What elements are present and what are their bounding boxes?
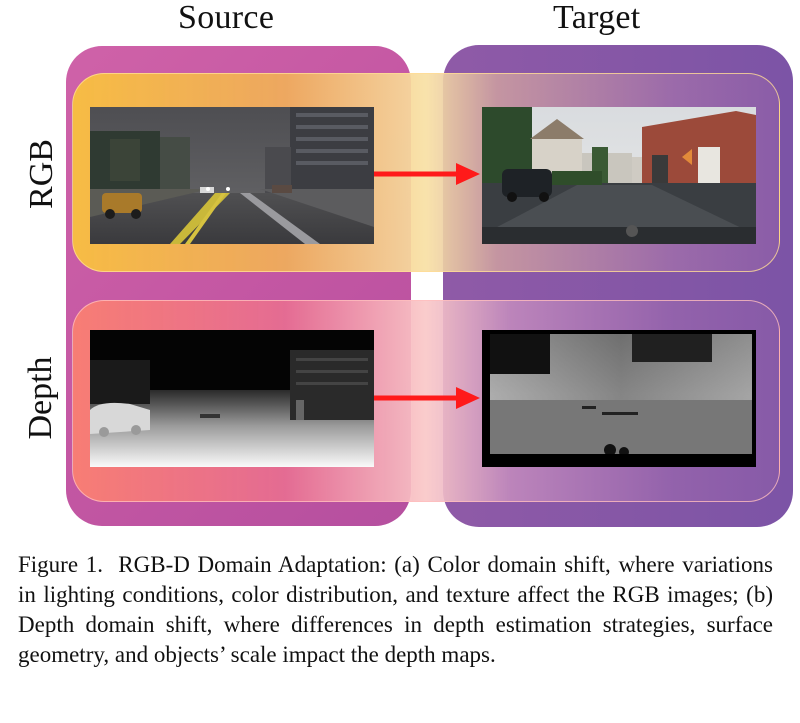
caption-text: RGB-D Domain Adaptation: (a) Color domai… — [18, 552, 773, 667]
real-depth-map-image — [482, 330, 756, 467]
real-street-scene-image — [482, 107, 756, 244]
synthetic-depth-map-image — [90, 330, 374, 467]
figure-caption: Figure 1. RGB-D Domain Adaptation: (a) C… — [18, 550, 773, 670]
figure-label: Figure 1. — [18, 552, 103, 577]
rgb-shift-arrow-icon — [374, 163, 480, 185]
column-title-source: Source — [178, 0, 275, 36]
synthetic-street-scene-image — [90, 107, 374, 244]
column-title-target: Target — [553, 0, 641, 36]
row-title-depth: Depth — [22, 356, 59, 440]
row-title-rgb: RGB — [23, 139, 60, 209]
depth-shift-arrow-icon — [374, 387, 480, 409]
figure-panel: Source Target RGB Depth — [22, 0, 793, 527]
